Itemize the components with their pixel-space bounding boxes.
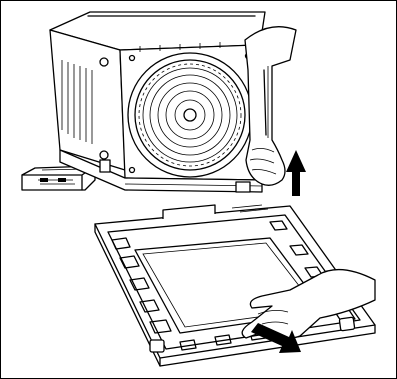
washing-machine-icon (50, 12, 265, 192)
gloved-hand-icon (245, 27, 296, 186)
arrow-up-icon (286, 150, 306, 196)
